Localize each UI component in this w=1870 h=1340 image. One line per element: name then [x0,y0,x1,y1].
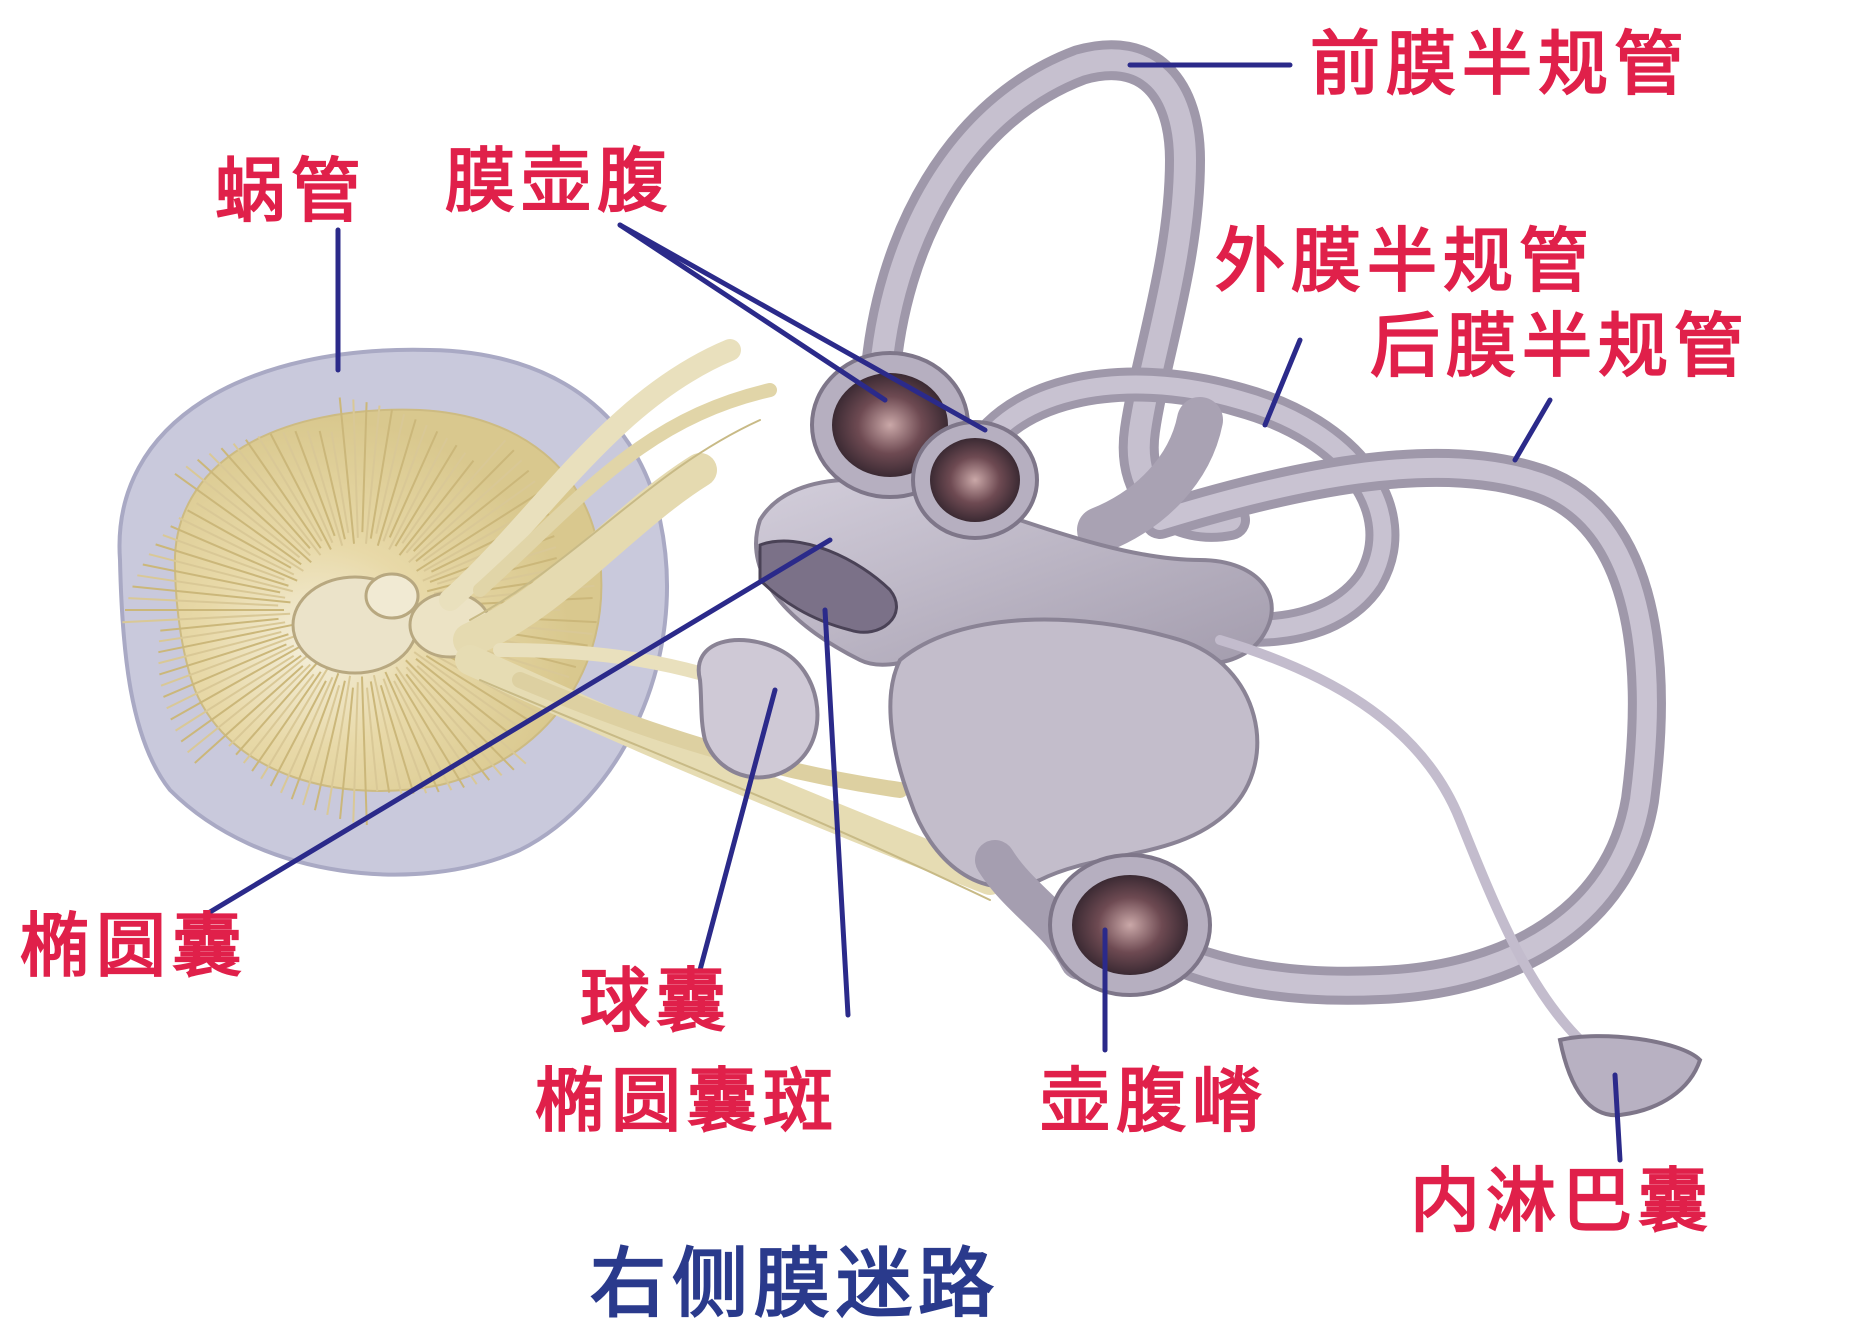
label-anterior-canal: 前膜半规管 [1310,23,1690,105]
endolymphatic-sac [1560,1036,1700,1115]
label-crista-ampullaris: 壶腹嵴 [1040,1060,1268,1142]
cochlea [119,350,667,875]
posterior-utricle-lobe [890,620,1257,888]
label-posterior-canal: 后膜半规管 [1370,305,1750,387]
label-macula-utriculi: 椭圆囊斑 [535,1060,839,1142]
modiolus-tip [366,574,418,618]
diagram-caption: 右侧膜迷路 [590,1239,1000,1328]
label-endolymphatic-sac: 内淋巴囊 [1410,1160,1714,1242]
leader-posterior-canal [1515,400,1550,460]
lateral-ampulla-lumen [930,438,1020,522]
leader-ampulla-2 [620,225,985,430]
label-utricle: 椭圆囊 [20,905,248,987]
label-cochlear-duct: 蜗管 [215,150,367,232]
posterior-ampulla-lumen [1072,875,1188,975]
label-lateral-canal: 外膜半规管 [1215,220,1595,302]
leader-ampulla-1 [620,225,885,400]
label-saccule: 球囊 [580,960,732,1042]
label-ampulla: 膜壶腹 [445,140,673,222]
